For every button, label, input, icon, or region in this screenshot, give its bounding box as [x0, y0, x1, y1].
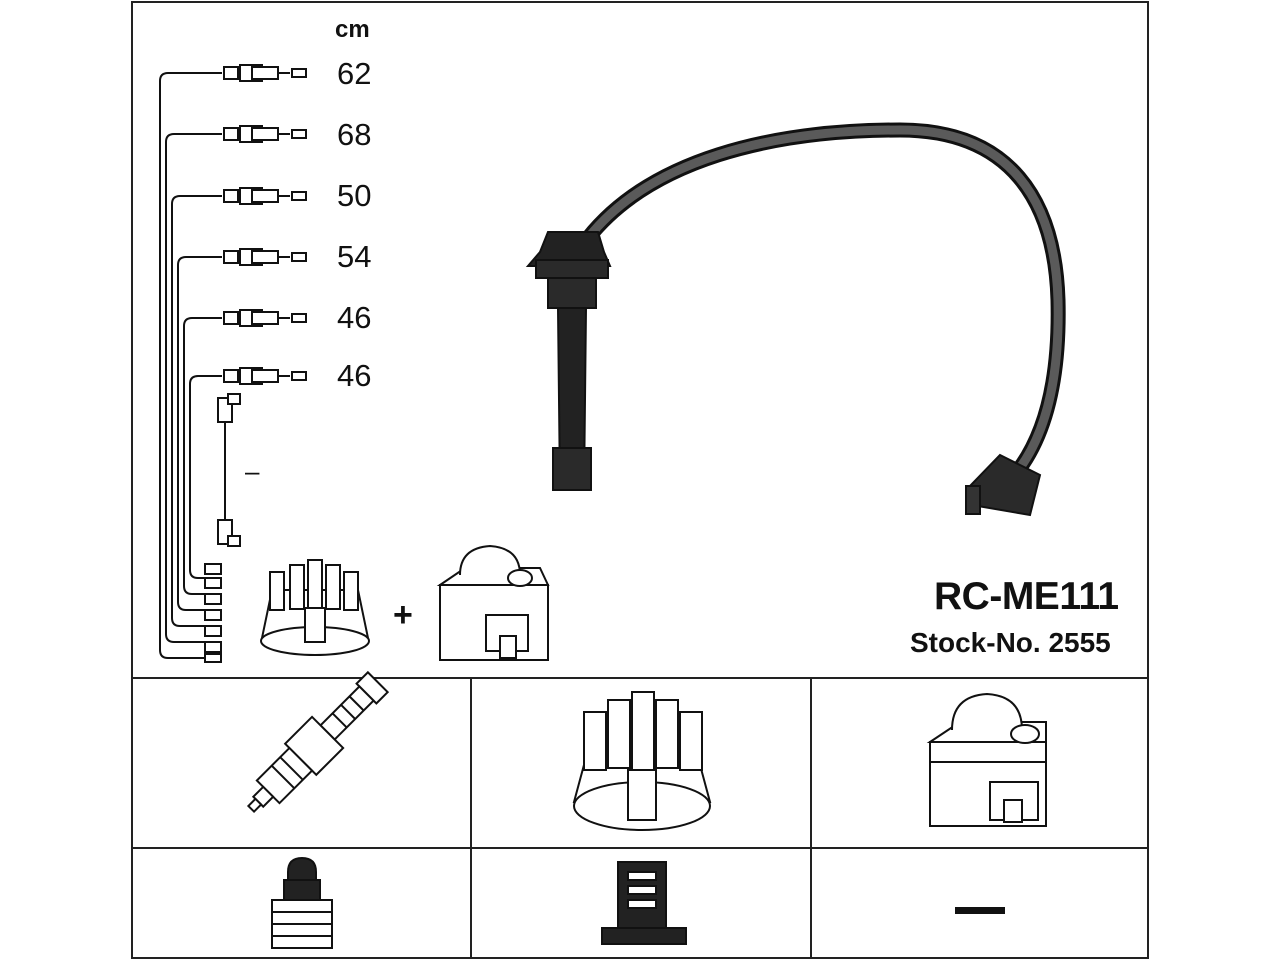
spark-plug-connector-icon — [271, 856, 333, 949]
cable-connector-5 — [223, 309, 307, 327]
diagram-frame — [131, 1, 1149, 959]
cable-length-5: 46 — [337, 300, 372, 335]
distributor-terminals — [204, 563, 222, 663]
distributor-cap-icon — [572, 691, 712, 831]
cable-length-3: 50 — [337, 178, 372, 213]
cable-connector-6 — [223, 367, 307, 385]
unit-label: cm — [335, 16, 370, 43]
cable-length-1: 62 — [337, 56, 372, 91]
coil-cable-length: – — [245, 456, 260, 486]
coil-cable-schematic — [217, 393, 241, 547]
cable-connector-1 — [223, 64, 307, 82]
cable-routing-schematic — [159, 72, 222, 659]
cable-length-6: 46 — [337, 358, 372, 393]
ignition-coil-icon — [926, 692, 1047, 827]
stock-number: Stock-No. 2555 — [910, 627, 1111, 658]
cable-connector-4 — [223, 248, 307, 266]
cable-length-2: 68 — [337, 117, 372, 152]
cable-connectors — [223, 64, 307, 385]
spark-plug-icon — [246, 670, 390, 814]
ignition-cable-illustration — [525, 122, 1066, 517]
plus-sign: + — [393, 596, 413, 634]
cable-connector-2 — [223, 125, 307, 143]
no-component-dash — [955, 907, 1005, 914]
schematic-ignition-coil — [436, 544, 550, 661]
distributor-connector-icon — [601, 861, 687, 945]
product-code: RC-ME111 — [934, 575, 1119, 618]
schematic-distributor-cap — [260, 559, 370, 656]
cable-length-4: 54 — [337, 239, 372, 274]
cable-connector-3 — [223, 187, 307, 205]
